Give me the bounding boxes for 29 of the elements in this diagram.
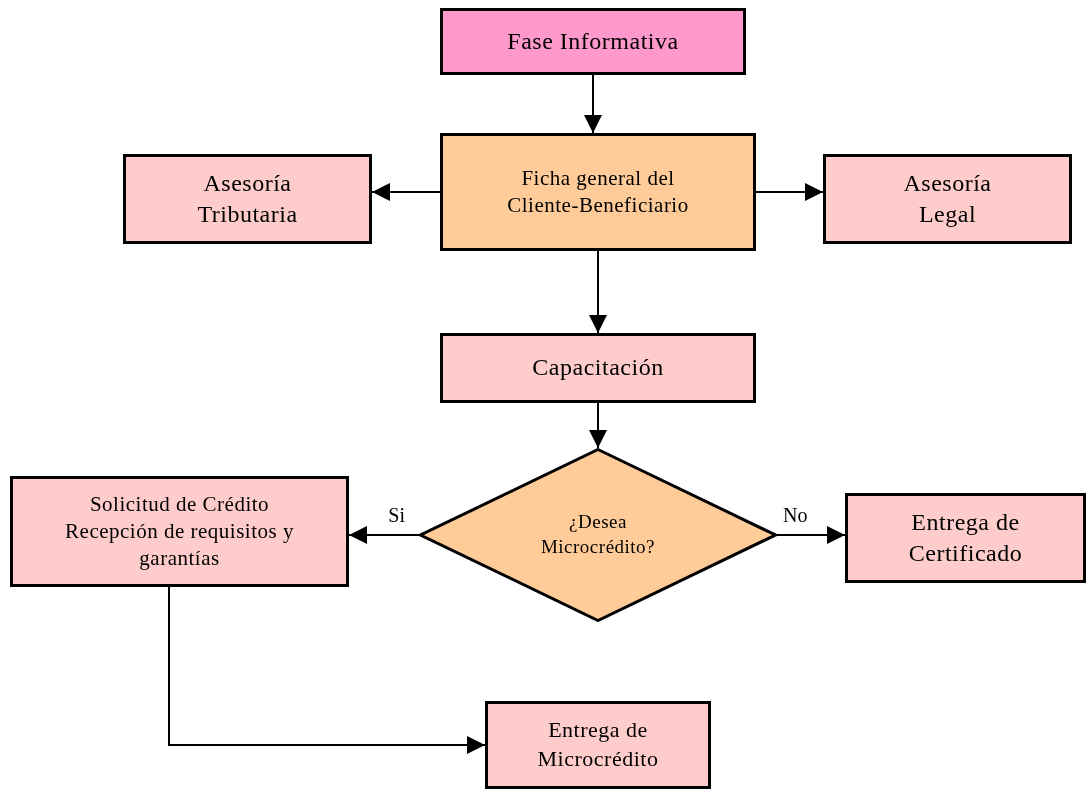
process-box bbox=[440, 8, 746, 75]
process-box bbox=[845, 493, 1086, 583]
node-text: ¿Desea Microcrédito? bbox=[539, 510, 657, 559]
node-text: Ficha general del Cliente-Beneficiario bbox=[506, 164, 690, 219]
arrow bbox=[776, 526, 846, 544]
process-box bbox=[485, 701, 711, 789]
edge-label: No bbox=[781, 505, 810, 525]
node-text: Solicitud de Crédito bbox=[89, 490, 270, 518]
process-box bbox=[440, 333, 756, 403]
node-text: Asesoría Tributaria bbox=[196, 168, 299, 229]
edge-label: Si bbox=[386, 505, 407, 525]
arrow bbox=[589, 402, 607, 449]
process-box bbox=[823, 154, 1072, 244]
process-box bbox=[440, 133, 756, 251]
node-text: Entrega de Certificado bbox=[907, 507, 1024, 568]
node-text: Recepción de requisitos y garantías bbox=[64, 517, 295, 573]
process-box bbox=[123, 154, 372, 244]
node-text: Entrega de Microcrédito bbox=[536, 716, 660, 773]
node-text: Asesoría Legal bbox=[902, 168, 993, 229]
arrow bbox=[348, 526, 420, 544]
node-text: Capacitación bbox=[532, 353, 664, 383]
arrow bbox=[589, 250, 607, 334]
arrow bbox=[755, 183, 824, 201]
arrow bbox=[168, 586, 486, 754]
arrow bbox=[371, 183, 441, 201]
arrow bbox=[584, 74, 602, 134]
node-text: Fase Informativa bbox=[507, 26, 679, 56]
decision-diamond bbox=[419, 448, 777, 622]
process-box bbox=[10, 476, 349, 587]
